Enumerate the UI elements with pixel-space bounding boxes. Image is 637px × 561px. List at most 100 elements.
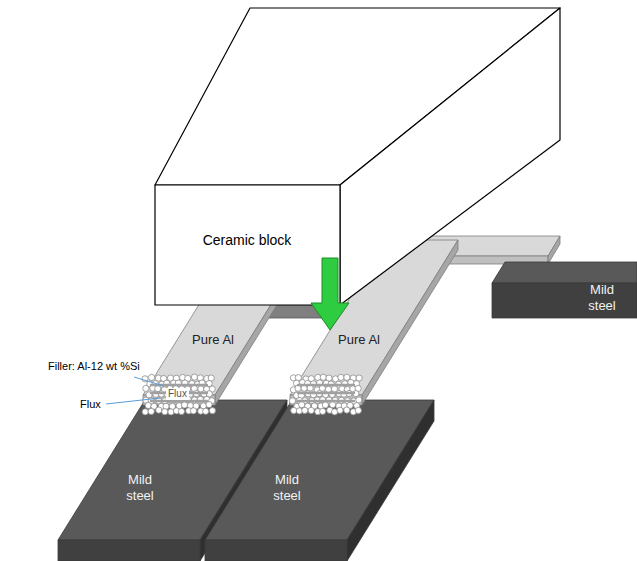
flux-bead <box>299 379 305 385</box>
flux-bead <box>208 375 214 381</box>
flux-bead <box>173 408 179 414</box>
flux-bead <box>200 403 206 409</box>
flux-bead <box>347 402 353 408</box>
label-holder: Filler: Al-12 wt %Si <box>48 360 140 373</box>
flux-bead <box>155 375 161 381</box>
flux-bead <box>350 386 356 392</box>
flux-bead <box>295 375 301 381</box>
filler-pile <box>289 374 362 415</box>
flux-bead <box>173 375 179 381</box>
ceramic-block-label: Ceramic block <box>203 232 292 249</box>
flux-bead <box>342 381 348 387</box>
flux-bead <box>289 398 295 404</box>
flux-bead <box>191 397 197 403</box>
flux-bead <box>204 376 210 382</box>
flux-bead <box>164 380 170 386</box>
text-holder: Mild steel <box>118 472 162 503</box>
filler-label: Filler: Al-12 wt %Si <box>48 360 140 373</box>
flux-bead <box>307 385 313 391</box>
flux-bead <box>319 385 325 391</box>
flux-bead <box>350 409 356 415</box>
pressure-arrow <box>311 258 349 330</box>
flux-bead <box>161 375 167 381</box>
flux-bead <box>147 381 153 387</box>
filler-wire <box>151 400 207 402</box>
flux-bead <box>180 374 186 380</box>
flux-bead <box>185 375 191 381</box>
flux-bead <box>318 403 324 409</box>
flux-bead <box>336 391 342 397</box>
filler-piles <box>142 374 362 415</box>
flux-bead <box>194 381 200 387</box>
text-holder: Mild steel <box>585 282 620 313</box>
flux-bead <box>143 385 149 391</box>
flux-bead <box>158 403 164 409</box>
flux-bead <box>336 403 342 409</box>
flux-bead <box>159 381 165 387</box>
flux-bead <box>304 380 310 386</box>
flux-bead <box>329 402 335 408</box>
flux-bead <box>153 391 159 397</box>
flux-bead <box>152 381 158 387</box>
steel-bar: Mild steel <box>492 262 637 318</box>
leader-line <box>106 398 160 404</box>
text-holder: Pure Al <box>192 332 234 348</box>
flux-bead <box>146 392 152 398</box>
flux-bead <box>197 375 203 381</box>
flux-bead <box>199 380 205 386</box>
ceramic-block: Ceramic block <box>155 8 560 305</box>
flux-bead <box>346 390 352 396</box>
flux-bead <box>162 409 168 415</box>
flux-bead <box>193 403 199 409</box>
flux-bead <box>322 392 328 398</box>
flux-bead <box>197 396 203 402</box>
flux-bead <box>332 409 338 415</box>
flux-bead <box>182 380 188 386</box>
flux-bead <box>327 407 333 413</box>
filler-wire <box>298 400 354 402</box>
flux-bead <box>189 381 195 387</box>
flux-label: Flux <box>80 398 101 411</box>
flux-bead <box>328 381 334 387</box>
steel-bar-face <box>492 283 637 318</box>
flux-bead <box>344 374 350 380</box>
flux-label: Flux <box>166 388 189 400</box>
flux-bead <box>310 392 316 398</box>
flux-bead <box>314 397 320 403</box>
label-holder: Flux <box>80 398 101 411</box>
flux-bead <box>206 391 212 397</box>
ceramic-block-face <box>340 8 560 305</box>
flux-bead <box>329 391 335 397</box>
flux-bead <box>356 375 362 381</box>
steel-bar-face <box>492 262 637 283</box>
flux-bead <box>293 380 299 386</box>
flux-bead <box>298 392 304 398</box>
flux-bead <box>350 375 356 381</box>
flux-bead <box>323 380 329 386</box>
flux-bead <box>339 386 345 392</box>
flux-bead <box>190 408 196 414</box>
flux-bead <box>167 375 173 381</box>
flux-bead <box>151 403 157 409</box>
flux-bead <box>209 408 215 414</box>
flux-bead <box>348 379 354 385</box>
flux-bead <box>320 374 326 380</box>
flux-bead <box>291 407 297 413</box>
filler-wire <box>298 384 354 386</box>
flux-bead <box>176 403 182 409</box>
flux-bead <box>326 375 332 381</box>
leader-line <box>134 377 164 386</box>
steel-bar: Mild steel <box>205 400 434 561</box>
flux-bead <box>148 408 154 414</box>
flux-bead <box>186 408 192 414</box>
aluminium-strip-label: Pure Al <box>338 332 380 348</box>
flux-bead <box>142 409 148 415</box>
flux-bead <box>315 409 321 415</box>
flux-bead <box>353 391 359 397</box>
flux-bead <box>187 403 193 409</box>
flux-bead <box>155 386 161 392</box>
flux-bead <box>290 375 296 381</box>
flux-bead <box>344 386 350 392</box>
steel-bar-face <box>58 540 200 561</box>
